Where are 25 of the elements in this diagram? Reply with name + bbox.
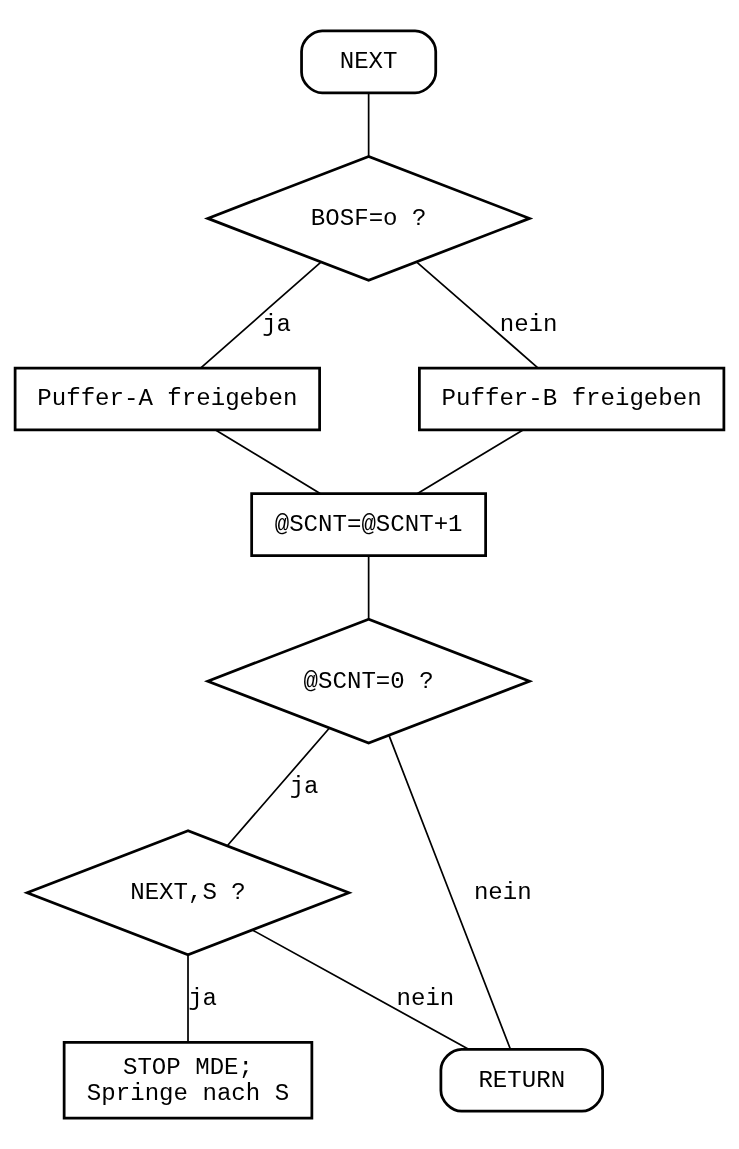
edge-label: ja	[188, 984, 218, 1012]
connector	[415, 261, 539, 369]
node-diamond: @SCNT=0 ?	[203, 617, 534, 745]
node-diamond: BOSF=o ?	[203, 155, 534, 282]
edge-label: nein	[473, 879, 532, 907]
node-box: @SCNT=@SCNT+1	[250, 492, 487, 557]
connector	[367, 92, 370, 158]
edge-label: nein	[499, 310, 558, 338]
node-box: STOP MDE; Springe nach S	[62, 1041, 314, 1120]
node-box: Puffer-B freigeben	[418, 366, 726, 432]
edge-label: ja	[262, 310, 292, 338]
node-box: RETURN	[439, 1047, 604, 1113]
connector	[388, 734, 512, 1050]
edge-label: ja	[289, 773, 319, 801]
connector	[226, 727, 331, 847]
connector	[367, 555, 370, 620]
node-box: Puffer-A freigeben	[13, 366, 321, 432]
connector	[187, 953, 189, 1044]
connector	[251, 929, 470, 1051]
connector	[200, 261, 322, 369]
node-diamond: NEXT,S ?	[23, 829, 353, 957]
edge-label: nein	[396, 984, 455, 1012]
connector	[214, 429, 321, 495]
connector	[416, 429, 524, 495]
node-box: NEXT	[300, 29, 438, 95]
